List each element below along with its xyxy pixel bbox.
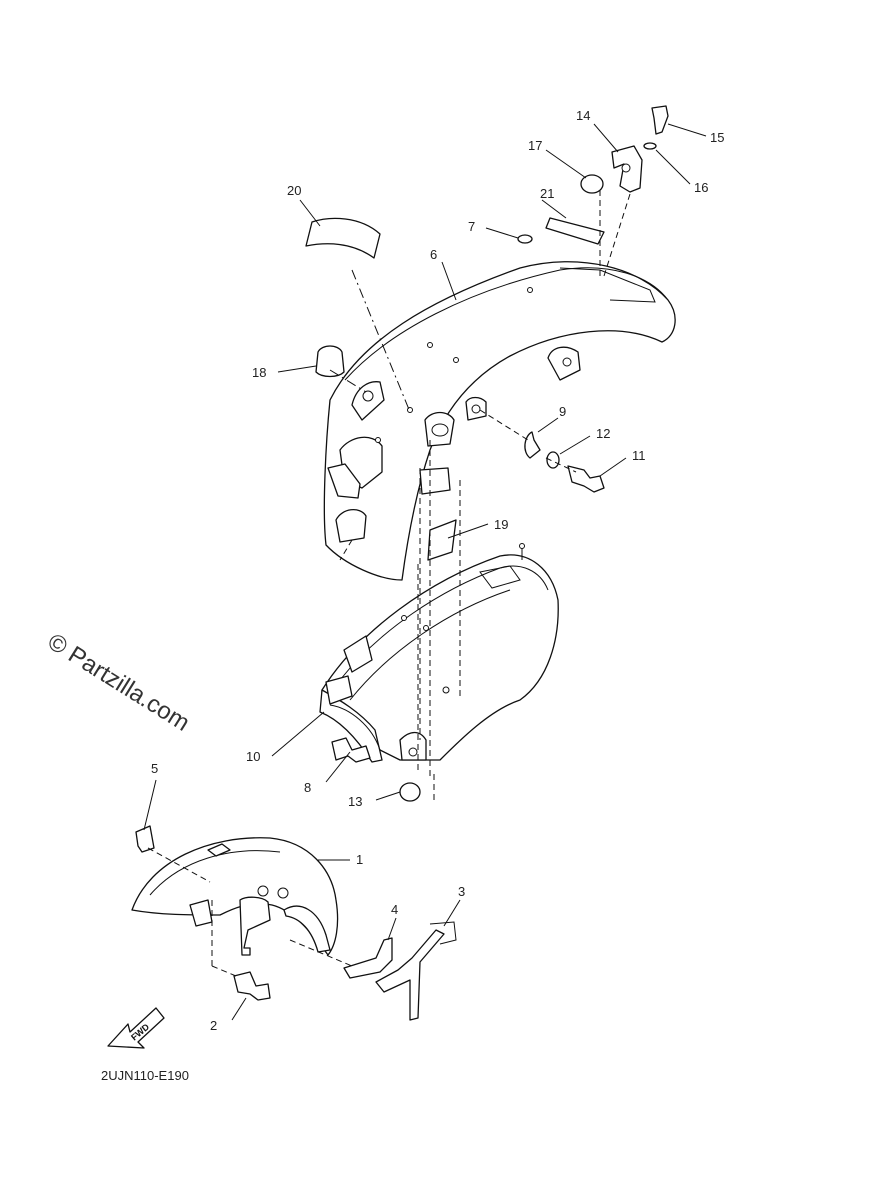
- leader-lines: [143, 123, 707, 1021]
- callout-8: 8: [304, 780, 311, 795]
- bolt-2[interactable]: [233, 971, 271, 1001]
- callouts: 1 2 3 4 5 6 7 8 9 10 11 12 13 14 15 16 1…: [151, 108, 724, 1033]
- bracket-5[interactable]: [135, 825, 155, 853]
- assembly-lines: [147, 190, 631, 977]
- callout-13: 13: [348, 794, 362, 809]
- screw-15[interactable]: [651, 105, 669, 135]
- callout-15: 15: [710, 130, 724, 145]
- bolt-11[interactable]: [567, 465, 605, 493]
- diagram-code: 2UJN110-E190: [101, 1068, 189, 1083]
- callout-12: 12: [596, 426, 610, 441]
- callout-20: 20: [287, 183, 301, 198]
- fender-flap-20[interactable]: [305, 217, 381, 259]
- rear-inner-fender[interactable]: [319, 543, 559, 763]
- callout-4: 4: [391, 902, 398, 917]
- callout-3: 3: [458, 884, 465, 899]
- front-fender[interactable]: [131, 837, 339, 956]
- callout-17: 17: [528, 138, 542, 153]
- washer-12[interactable]: [546, 451, 560, 469]
- rear-fender[interactable]: [323, 261, 676, 581]
- callout-5: 5: [151, 761, 158, 776]
- grommet-18[interactable]: [315, 345, 345, 378]
- clip-9[interactable]: [524, 431, 541, 459]
- emblem-21[interactable]: [545, 217, 605, 245]
- callout-7: 7: [468, 219, 475, 234]
- callout-11: 11: [632, 448, 646, 463]
- callout-14: 14: [576, 108, 590, 123]
- clamp-4[interactable]: [343, 937, 393, 979]
- nut-13[interactable]: [399, 782, 421, 802]
- callout-6: 6: [430, 247, 437, 262]
- callout-18: 18: [252, 365, 266, 380]
- washer-7[interactable]: [517, 234, 533, 244]
- cap-nut-17[interactable]: [580, 174, 604, 194]
- callout-1: 1: [356, 852, 363, 867]
- bolt-8[interactable]: [331, 737, 371, 763]
- watermark: © Partzilla.com: [43, 628, 194, 737]
- callout-10: 10: [246, 749, 260, 764]
- callout-16: 16: [694, 180, 708, 195]
- callout-19: 19: [494, 517, 508, 532]
- guide-3[interactable]: [375, 929, 445, 1021]
- callout-2: 2: [210, 1018, 217, 1033]
- washer-16[interactable]: [643, 142, 657, 150]
- fwd-arrow-icon: FWD: [107, 1007, 165, 1049]
- callout-21: 21: [540, 186, 554, 201]
- callout-9: 9: [559, 404, 566, 419]
- pad-19[interactable]: [427, 519, 457, 561]
